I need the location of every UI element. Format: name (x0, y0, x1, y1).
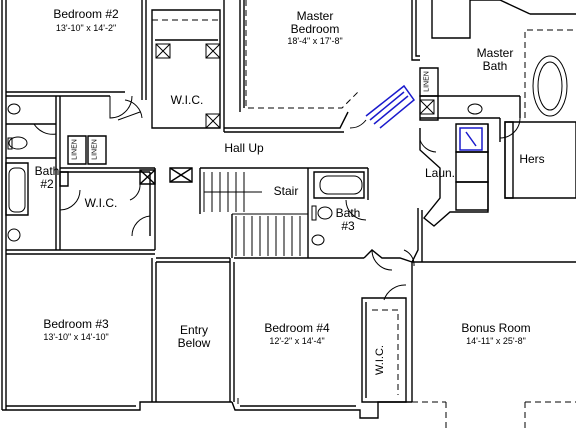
linen-label-2: LINEN (91, 139, 99, 160)
stair-treads (204, 172, 308, 256)
wic-top-label: W.I.C. (170, 93, 204, 107)
hers-label: Hers (519, 152, 545, 166)
master-bath-label-line1: Master (476, 46, 514, 60)
bath2-label-line2: #2 (40, 177, 54, 191)
bedroom4-label: Bedroom #4 (264, 321, 330, 335)
wic-left-label: W.I.C. (84, 196, 118, 210)
master-bedroom-label-line2: Bedroom (290, 22, 340, 36)
bonus-room-label: Bonus Room (461, 321, 531, 335)
linen-label-1: LINEN (71, 139, 79, 160)
fixtures (8, 44, 567, 245)
master-bath-label-line2: Bath (482, 59, 508, 73)
bedroom2-dimension: 13'-10" x 14'-2" (55, 23, 117, 33)
bath3-label-line1: Bath (335, 206, 361, 220)
linen-label-3: LINEN (423, 71, 431, 92)
walls (2, 0, 576, 418)
entry-below-label-line2: Below (177, 336, 211, 350)
dashed-lines (152, 0, 576, 432)
hall-up-label: Hall Up (224, 141, 264, 155)
bonus-room-dimension: 14'-11" x 25'-8" (466, 336, 526, 346)
master-bedroom-dimension: 18'-4" x 17'-8" (287, 36, 343, 46)
door-swings (34, 96, 520, 300)
bedroom3-dimension: 13'-10" x 14'-10" (43, 332, 109, 342)
entry-below-label-line1: Entry (179, 323, 208, 337)
bedroom2-label: Bedroom #2 (53, 7, 119, 21)
highlight-fixtures (366, 86, 482, 150)
bath3-label-line2: #3 (341, 219, 355, 233)
stair-label: Stair (273, 184, 299, 198)
bath2-label-line1: Bath (34, 164, 60, 178)
wic-bottom-label: W.I.C. (374, 345, 386, 375)
master-bedroom-label-line1: Master (296, 9, 334, 23)
bedroom4-dimension: 12'-2" x 14'-4" (269, 336, 325, 346)
bedroom3-label: Bedroom #3 (43, 317, 109, 331)
laundry-label: Laun. (424, 166, 456, 180)
